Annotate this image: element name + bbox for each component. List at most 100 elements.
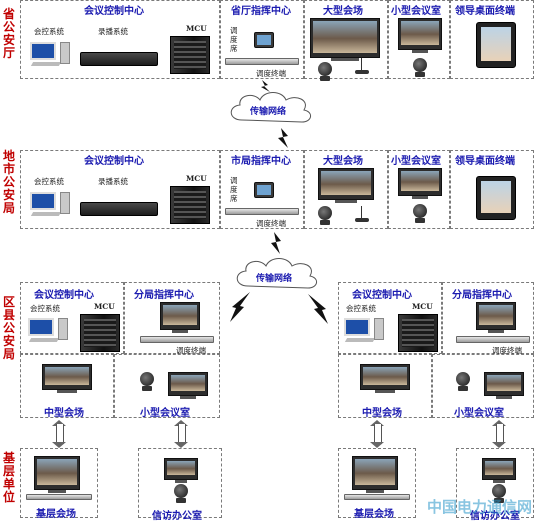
grassroots-right-venue-screen bbox=[352, 456, 398, 493]
district-right-control-system-label: 会控系统 bbox=[346, 304, 376, 313]
city-command-center-title: 市局指挥中心 bbox=[231, 156, 291, 167]
province-command-center-title: 省厅指挥中心 bbox=[231, 6, 291, 17]
city-control-system-label: 会控系统 bbox=[34, 177, 64, 186]
province-control-center-box bbox=[20, 0, 220, 79]
province-mcu-label: MCU bbox=[186, 24, 207, 33]
province-leader-terminal-box bbox=[450, 0, 534, 79]
district-left-branch-command-box bbox=[124, 282, 220, 354]
grassroots-right-venue-box bbox=[338, 448, 416, 518]
grassroots-left-venue-box bbox=[20, 448, 98, 518]
district-left-medium-venue-box bbox=[20, 354, 114, 418]
district-left-camera-icon bbox=[140, 372, 154, 391]
lightning-bolt-icon bbox=[261, 80, 270, 92]
bidirectional-arrow bbox=[492, 420, 506, 448]
province-control-system-label: 会控系统 bbox=[34, 27, 64, 36]
city-tablet-icon bbox=[254, 182, 274, 198]
district-right-dispatch-terminal-label: 调度终端 bbox=[492, 346, 522, 355]
district-left-mcu-label: MCU bbox=[94, 302, 115, 311]
grassroots-right-camera-icon bbox=[492, 484, 506, 503]
grassroots-left-petition-screen bbox=[164, 458, 198, 483]
side-label-district: 区县公安局 bbox=[2, 295, 15, 361]
lightning-bolt-icon bbox=[230, 292, 250, 322]
city-recorder-icon bbox=[80, 202, 158, 216]
city-leader-terminal-icon bbox=[476, 176, 516, 220]
province-dispatch-terminal-label: 调度终端 bbox=[256, 69, 286, 78]
province-dispatch-seat-label: 调度席 bbox=[230, 26, 238, 53]
city-leader-terminal-box bbox=[450, 150, 534, 229]
grassroots-right-petition-title: 信访办公室 bbox=[470, 511, 520, 522]
province-leader-terminal-title: 领导桌面终端 bbox=[455, 6, 515, 17]
city-dispatch-seat-label: 调度席 bbox=[230, 176, 238, 203]
district-right-small-room-title: 小型会议室 bbox=[454, 408, 504, 419]
network-cloud-top-label: 传输网络 bbox=[250, 107, 287, 117]
province-dispatch-terminal-icon bbox=[225, 58, 299, 65]
city-control-center-box bbox=[20, 150, 220, 229]
district-left-control-system-label: 会控系统 bbox=[30, 304, 60, 313]
district-right-medium-venue-title: 中型会场 bbox=[362, 408, 402, 419]
district-left-dispatch-terminal-icon bbox=[140, 336, 214, 343]
province-large-venue-screen bbox=[310, 18, 380, 61]
city-microphone-icon bbox=[355, 206, 369, 222]
city-mcu-icon bbox=[170, 186, 210, 224]
district-right-small-room-box bbox=[432, 354, 534, 418]
district-left-branch-screen bbox=[160, 302, 200, 333]
province-control-center-title: 会议控制中心 bbox=[84, 6, 144, 17]
watermark-text: 中国电力通信网 bbox=[426, 498, 532, 516]
city-recording-system-label: 录播系统 bbox=[98, 177, 128, 186]
network-cloud-middle bbox=[236, 258, 317, 289]
district-left-medium-venue-screen bbox=[42, 364, 92, 393]
district-right-camera-icon bbox=[456, 372, 470, 391]
district-left-small-room-box bbox=[114, 354, 220, 418]
city-small-room-title: 小型会议室 bbox=[391, 156, 441, 167]
district-right-medium-venue-box bbox=[338, 354, 432, 418]
city-camera-icon bbox=[318, 206, 332, 225]
network-cloud-middle-label: 传输网络 bbox=[256, 274, 293, 284]
lightning-bolt-icon bbox=[278, 128, 288, 148]
lightning-bolt-icon bbox=[271, 232, 281, 254]
city-command-center-box bbox=[220, 150, 304, 229]
district-left-small-room-title: 小型会议室 bbox=[140, 408, 190, 419]
city-dispatch-terminal-label: 调度终端 bbox=[256, 219, 286, 228]
bidirectional-arrow bbox=[370, 420, 384, 448]
district-right-control-center-box bbox=[338, 282, 442, 354]
city-small-room-camera-icon bbox=[413, 204, 427, 223]
city-dispatch-terminal-icon bbox=[225, 208, 299, 215]
province-small-room-screen bbox=[398, 18, 442, 53]
city-leader-terminal-title: 领导桌面终端 bbox=[455, 156, 515, 167]
district-right-control-center-title: 会议控制中心 bbox=[352, 290, 412, 301]
grassroots-left-camera-icon bbox=[174, 484, 188, 503]
province-leader-terminal-icon bbox=[476, 22, 516, 68]
district-right-branch-command-box bbox=[442, 282, 534, 354]
grassroots-right-venue-title: 基层会场 bbox=[354, 509, 394, 520]
grassroots-left-petition-box bbox=[138, 448, 222, 518]
district-right-branch-command-title: 分局指挥中心 bbox=[452, 290, 512, 301]
city-large-venue-title: 大型会场 bbox=[323, 156, 363, 167]
bidirectional-arrow bbox=[52, 420, 66, 448]
province-command-center-box bbox=[220, 0, 304, 79]
province-small-room-camera-icon bbox=[413, 58, 427, 77]
grassroots-left-venue-screen bbox=[34, 456, 80, 493]
province-recording-system-label: 录播系统 bbox=[98, 27, 128, 36]
district-right-dispatch-terminal-icon bbox=[456, 336, 530, 343]
city-large-venue-box bbox=[304, 150, 388, 229]
province-camera-icon bbox=[318, 62, 332, 81]
district-left-control-center-title: 会议控制中心 bbox=[34, 290, 94, 301]
district-left-small-room-screen bbox=[168, 372, 208, 399]
network-cloud-top bbox=[230, 92, 311, 123]
province-large-venue-box bbox=[304, 0, 388, 79]
district-right-medium-venue-screen bbox=[360, 364, 410, 393]
district-left-control-center-box bbox=[20, 282, 124, 354]
district-left-mcu-icon bbox=[80, 314, 120, 352]
district-right-mcu-icon bbox=[398, 314, 438, 352]
province-large-venue-title: 大型会场 bbox=[323, 6, 363, 17]
province-microphone-icon bbox=[355, 58, 369, 74]
side-label-grassroots: 基层单位 bbox=[2, 451, 15, 504]
district-right-branch-screen bbox=[476, 302, 516, 333]
province-small-room-title: 小型会议室 bbox=[391, 6, 441, 17]
province-recorder-icon bbox=[80, 52, 158, 66]
district-left-medium-venue-title: 中型会场 bbox=[44, 408, 84, 419]
side-label-city: 地市公安局 bbox=[2, 149, 15, 215]
grassroots-right-venue-terminal-icon bbox=[344, 494, 410, 500]
district-right-small-room-screen bbox=[484, 372, 524, 399]
grassroots-right-petition-box bbox=[456, 448, 534, 518]
